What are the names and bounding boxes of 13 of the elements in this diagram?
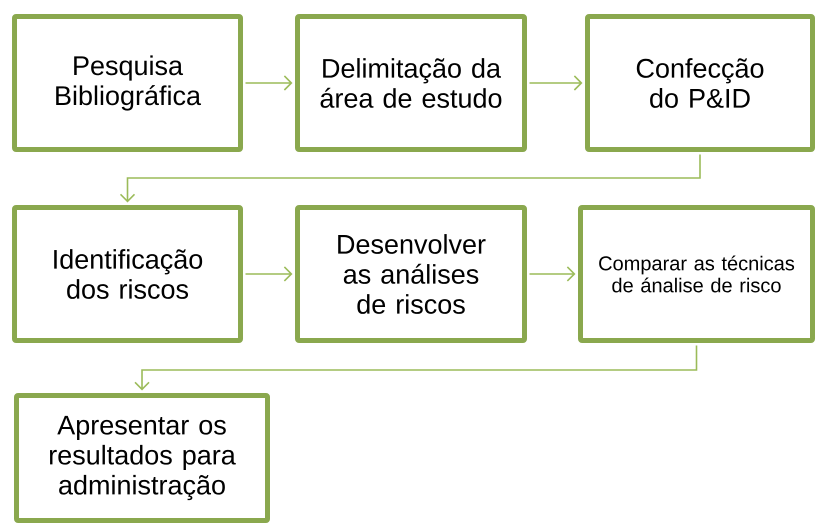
process-box: Confecção do P&ID — [585, 14, 815, 152]
process-box: Pesquisa Bibliográfica — [12, 14, 243, 152]
arrow — [120, 154, 701, 202]
arrow — [530, 266, 576, 282]
arrow — [246, 75, 292, 91]
process-box: Comparar as técnicas de ánalise de risco — [578, 205, 815, 343]
process-box: Desenvolver as análises de riscos — [295, 205, 527, 343]
arrow — [246, 266, 292, 282]
process-box: Apresentar os resultados para administração — [14, 393, 270, 523]
process-box: Identificação dos riscos — [12, 205, 243, 343]
process-box: Delimitação da área de estudo — [295, 14, 527, 152]
arrow — [530, 75, 582, 91]
arrow — [134, 346, 698, 390]
